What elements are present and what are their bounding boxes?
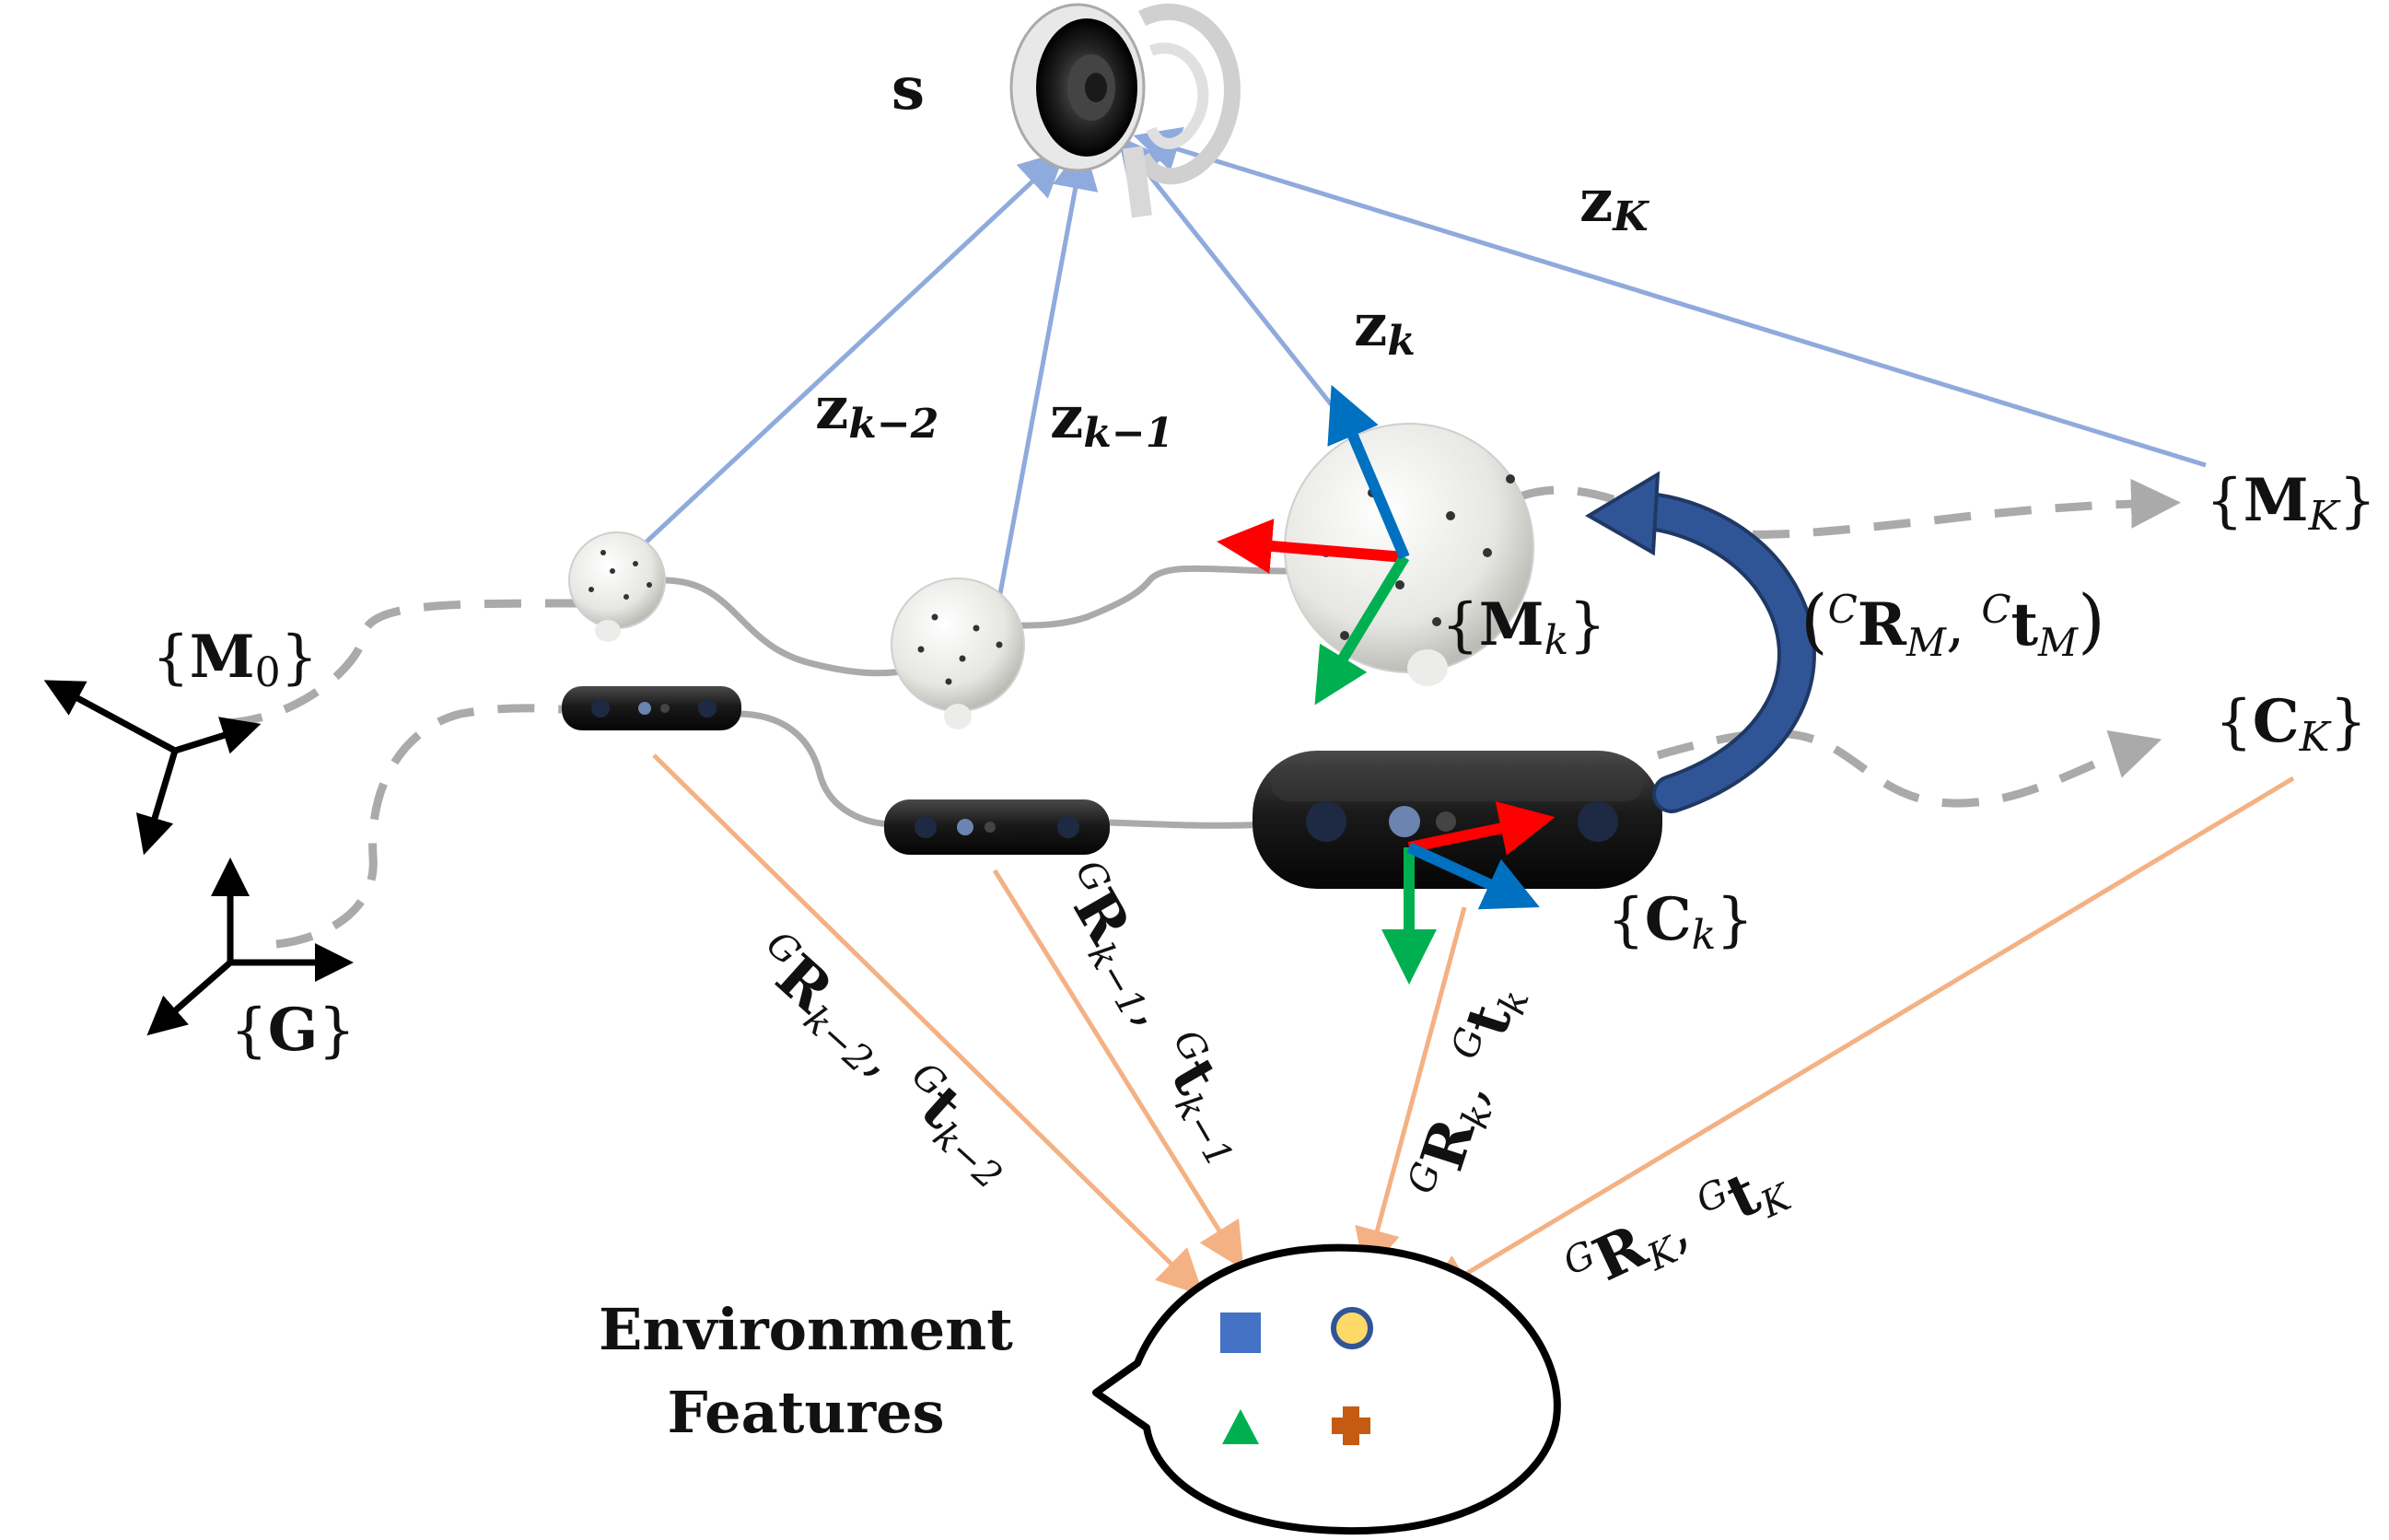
microphone-array-k-1: [891, 578, 1025, 729]
camera-trajectory: [275, 704, 2162, 949]
frame-m0-axes: [43, 680, 262, 856]
ray-pose-k-1: [992, 869, 1244, 1270]
label-pose-k: GRk,Gtk: [1399, 975, 1538, 1208]
microphone-array-k-2: [568, 531, 666, 642]
feature-square-icon: [1220, 1312, 1261, 1353]
label-pose-K: GRK,GtK: [1556, 1147, 1799, 1312]
environment-label-line2: Features: [668, 1379, 945, 1446]
feature-cross-icon: [1332, 1406, 1370, 1445]
feature-circle-icon: [1331, 1307, 1373, 1349]
label-frame-mK: {MK}: [2206, 466, 2376, 540]
ray-pose-k-2: [652, 753, 1205, 1297]
label-z-K: zK: [1579, 167, 1649, 240]
ray-z-k-2: [643, 150, 1066, 545]
label-frame-ck: {Ck}: [1607, 885, 1754, 959]
ray-z-k-1: [996, 143, 1099, 600]
feature-triangle-icon: [1222, 1409, 1259, 1444]
label-frame-cK: {CK}: [2215, 687, 2367, 761]
source-label: s: [892, 54, 925, 123]
measurement-rays: [643, 126, 2207, 600]
ray-z-K: [1133, 126, 2207, 468]
camera-k-1: [884, 799, 1110, 855]
camera-k-2: [562, 686, 741, 730]
svg-text:(CRM,CtM): (CRM,CtM): [1800, 579, 2105, 665]
extrinsic-arrow: [1585, 471, 1816, 813]
m-k-y-axis: [1314, 554, 1410, 706]
speaker-icon: [1009, 3, 1241, 218]
c-k-z-axis: [1406, 842, 1540, 910]
measurement-labels: zk−2 zk−1 zk zK: [815, 167, 1649, 457]
environment-bubble: [1092, 1243, 1561, 1535]
ray-pose-k: [1355, 906, 1467, 1276]
environment-label-line1: Environment: [599, 1296, 1013, 1363]
m-k-x-axis: [1217, 519, 1405, 574]
label-frame-mk: {Mk}: [1441, 590, 1606, 664]
label-z-k-2: zk−2: [815, 374, 938, 448]
m-k-z-axis: [1327, 384, 1410, 560]
label-z-k-1: zk−1: [1050, 383, 1173, 457]
frame-labels: {M0} {Mk} {MK} {Ck} {CK} {G}: [152, 466, 2376, 1065]
frame-g-axes: [146, 858, 354, 1036]
label-pose-k-2: GRk−2,Gtk−2: [737, 922, 1031, 1197]
environment-label: Environment Features: [599, 1296, 1013, 1446]
ray-z-k: [1117, 135, 1337, 412]
extrinsic-label: (CRM,CtM): [1800, 579, 2105, 665]
pose-rays: [652, 753, 2295, 1300]
ray-pose-K: [1424, 776, 2295, 1300]
label-z-k: zk: [1354, 291, 1416, 365]
label-frame-m0: {M0}: [152, 623, 318, 696]
camera-k: [1253, 751, 1662, 985]
microphone-array-k: [1217, 384, 1534, 706]
c-k-x-axis: [1407, 800, 1556, 856]
sound-source: s: [892, 3, 1241, 218]
label-frame-g: {G}: [230, 996, 355, 1065]
